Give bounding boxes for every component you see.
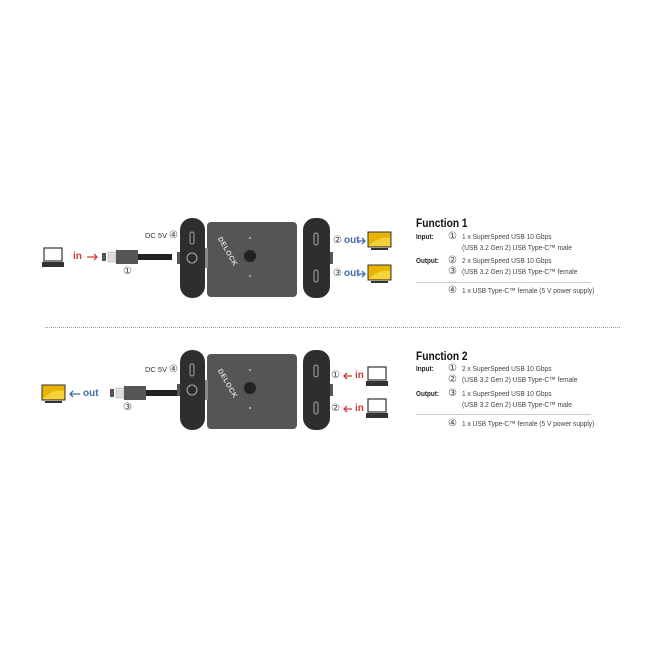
arrow-left-icon (69, 390, 80, 398)
laptop-icon (365, 398, 389, 419)
dc-label: DC 5V (145, 231, 168, 240)
cable-number: ③ (123, 402, 132, 413)
output-label: Output: (416, 389, 440, 398)
out1-number: ② (333, 235, 342, 246)
output-label: Output: (416, 256, 440, 265)
arrow-right-icon (357, 270, 366, 278)
spec-text: (USB 3.2 Gen 2) USB Type-C™ male (462, 400, 572, 409)
arrow-right-icon (357, 237, 366, 245)
cable-number: ① (123, 266, 132, 277)
row-number: ② (448, 374, 457, 385)
monitor-icon (41, 384, 66, 404)
spec-text: 1 x SuperSpeed USB 10 Gbps (462, 232, 552, 241)
row-number: ③ (448, 266, 457, 277)
spec-text: 1 x USB Type-C™ female (5 V power supply… (462, 286, 595, 295)
in1-number: ① (331, 370, 340, 381)
divider (416, 414, 591, 415)
function1-title: Function 1 (416, 216, 468, 230)
in-label: in (355, 403, 364, 414)
spec-text: (USB 3.2 Gen 2) USB Type-C™ female (462, 267, 578, 276)
row-number: ④ (448, 418, 457, 429)
out-label: out (344, 235, 360, 246)
row-number: ④ (448, 285, 457, 296)
arrow-left-icon (343, 372, 352, 380)
section-divider (45, 327, 620, 328)
laptop-icon (365, 366, 389, 387)
out2-number: ③ (333, 268, 342, 279)
dc-number: ④ (169, 230, 178, 241)
row-number: ② (448, 255, 457, 266)
dc-number: ④ (169, 364, 178, 375)
in2-number: ② (331, 403, 340, 414)
in-label: in (355, 370, 364, 381)
row-number: ① (448, 363, 457, 374)
function2-title: Function 2 (416, 349, 468, 363)
input-label: Input: (416, 232, 434, 241)
usb-c-plug-icon (109, 385, 181, 401)
spec-text: (USB 3.2 Gen 2) USB Type-C™ male (462, 243, 572, 252)
arrow-right-icon (87, 253, 98, 261)
row-number: ① (448, 231, 457, 242)
dc-label: DC 5V (145, 365, 168, 374)
input-label: Input: (416, 364, 434, 373)
spec-text: (USB 3.2 Gen 2) USB Type-C™ female (462, 375, 578, 384)
switch-device (176, 349, 334, 431)
arrow-left-icon (343, 405, 352, 413)
out-label: out (344, 268, 360, 279)
divider (416, 282, 591, 283)
row-number: ③ (448, 388, 457, 399)
spec-text: 2 x SuperSpeed USB 10 Gbps (462, 256, 552, 265)
in-label: in (73, 251, 82, 262)
spec-text: 1 x USB Type-C™ female (5 V power supply… (462, 419, 595, 428)
spec-text: 2 x SuperSpeed USB 10 Gbps (462, 364, 552, 373)
spec-text: 1 x SuperSpeed USB 10 Gbps (462, 389, 552, 398)
out-label: out (83, 388, 99, 399)
